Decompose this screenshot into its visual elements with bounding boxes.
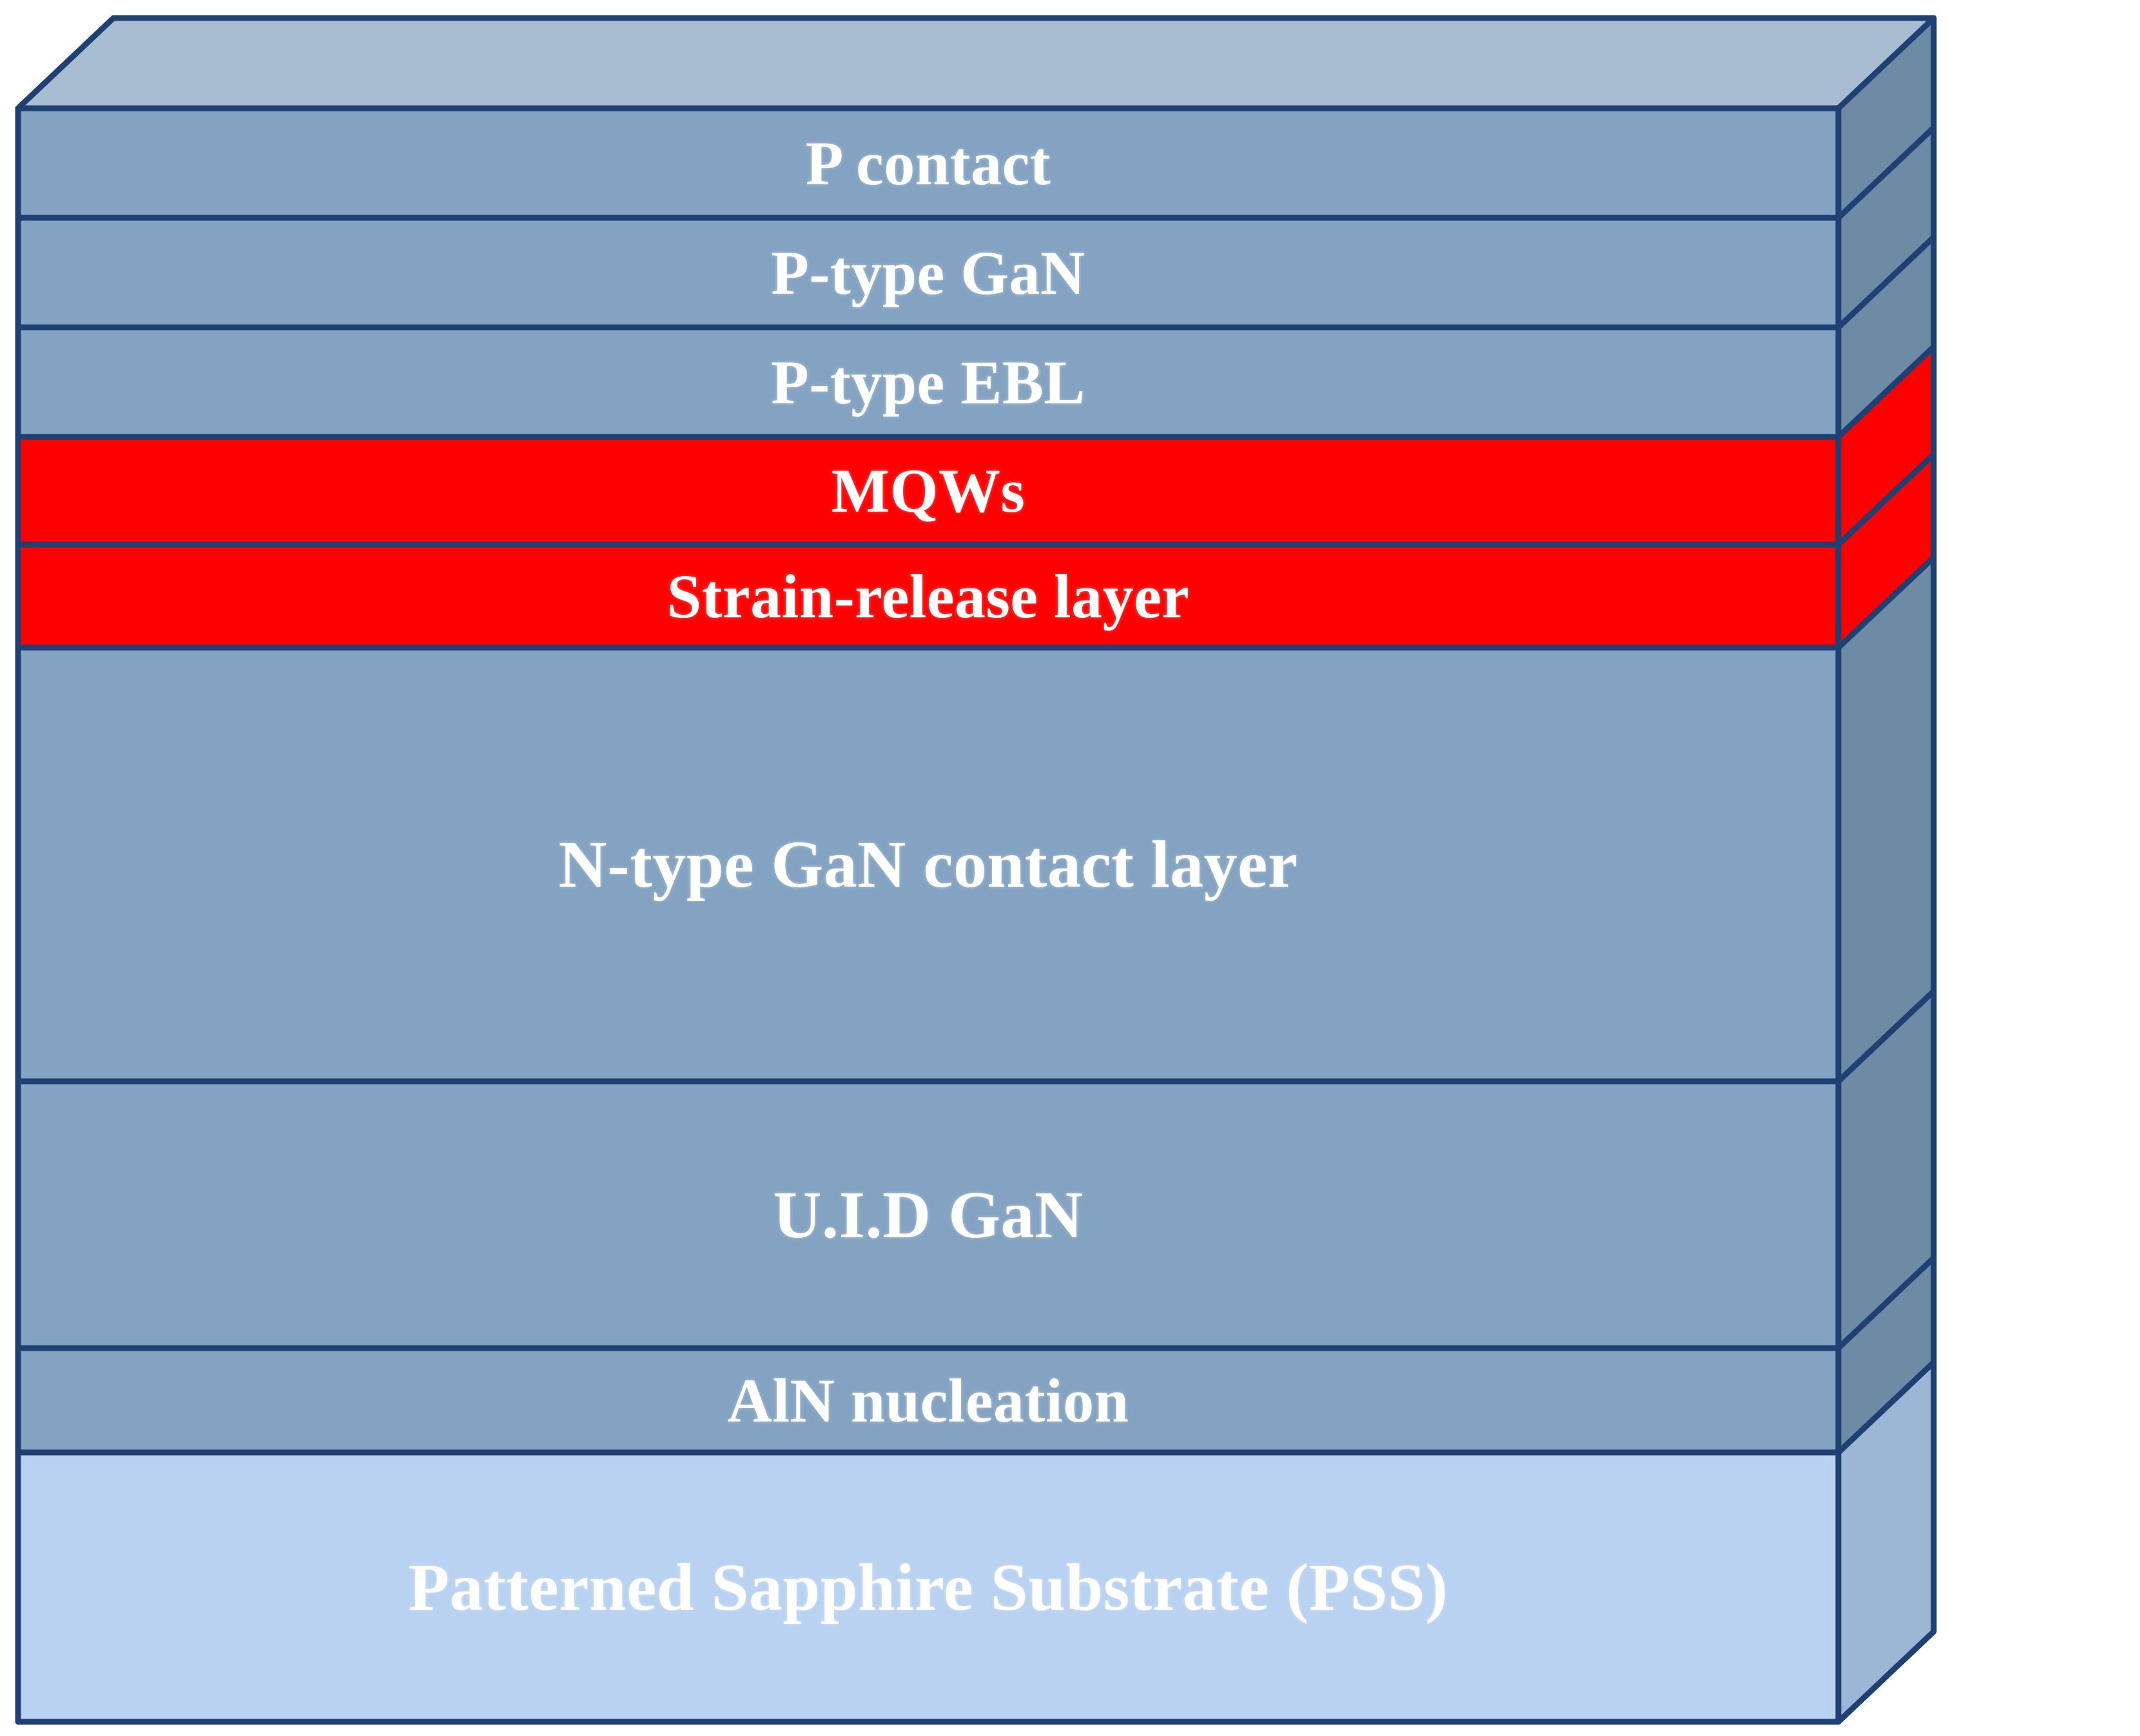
front-face-mqws	[15, 434, 1842, 548]
front-face-uid-gan	[15, 1078, 1842, 1351]
front-face-n-type-gan-contact-layer	[15, 644, 1842, 1085]
front-face-p-type-gan	[15, 215, 1842, 331]
front-face-strain-release-layer	[15, 541, 1842, 651]
front-face-p-contact	[15, 105, 1842, 221]
front-face-aln-nucleation	[15, 1345, 1842, 1456]
top-face	[15, 15, 1937, 111]
front-face-p-type-ebl	[15, 324, 1842, 440]
front-face-patterned-sapphire-substrate	[15, 1449, 1842, 1725]
